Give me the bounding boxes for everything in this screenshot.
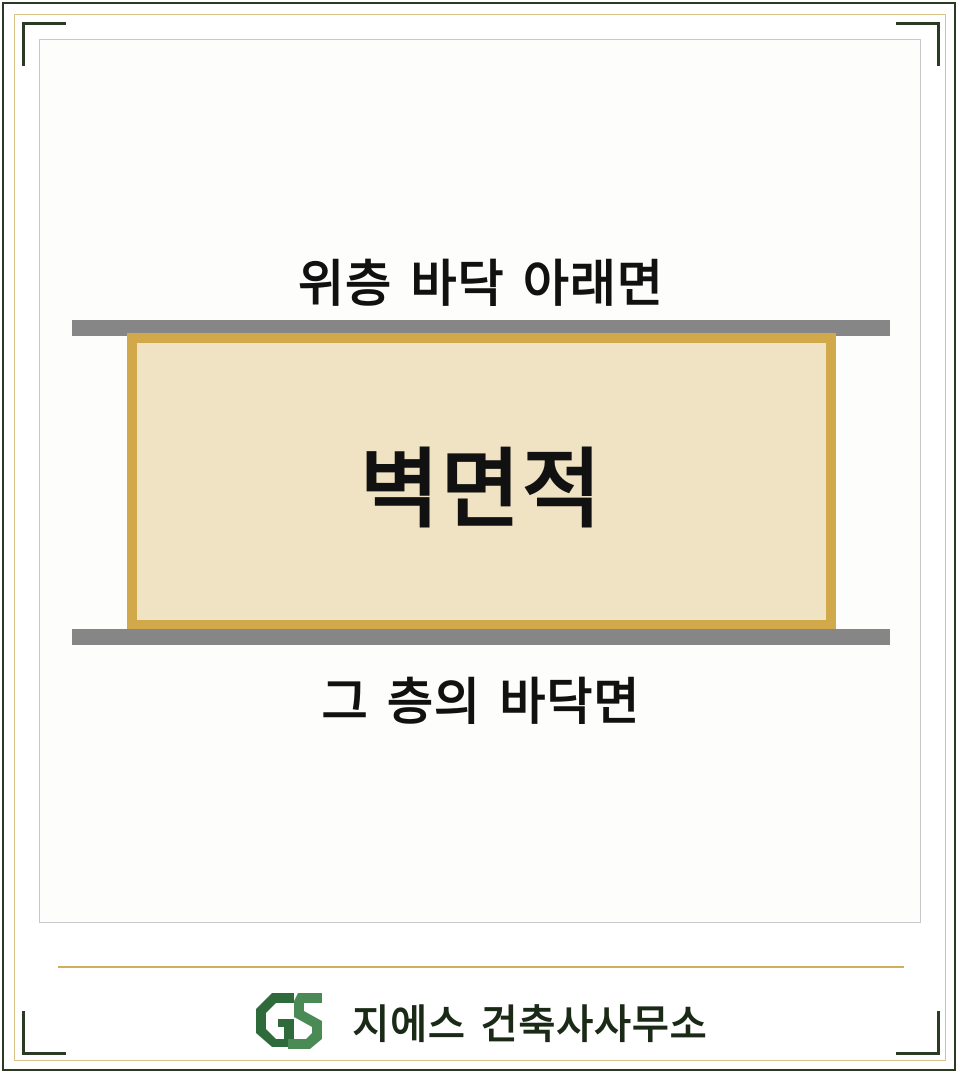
footer: 지에스 건축사사무소 — [0, 986, 962, 1056]
floor-surface-label: 그 층의 바닥면 — [321, 673, 641, 731]
inner-frame — [14, 14, 946, 1061]
corner-bracket-bottom-left — [22, 1011, 66, 1055]
upper-floor-slab — [72, 320, 890, 336]
footer-divider — [58, 966, 904, 968]
corner-bracket-bottom-right — [896, 1011, 940, 1055]
wall-area-box: 벽면적 — [127, 333, 836, 630]
corner-bracket-top-right — [896, 22, 940, 66]
corner-bracket-top-left — [22, 22, 66, 66]
floor-slab — [72, 629, 890, 645]
wall-area-label: 벽면적 — [359, 440, 604, 540]
upper-floor-underside-label: 위층 바닥 아래면 — [298, 255, 664, 313]
company-name: 지에스 건축사사무소 — [352, 1002, 708, 1048]
gs-logo-icon — [256, 993, 323, 1049]
